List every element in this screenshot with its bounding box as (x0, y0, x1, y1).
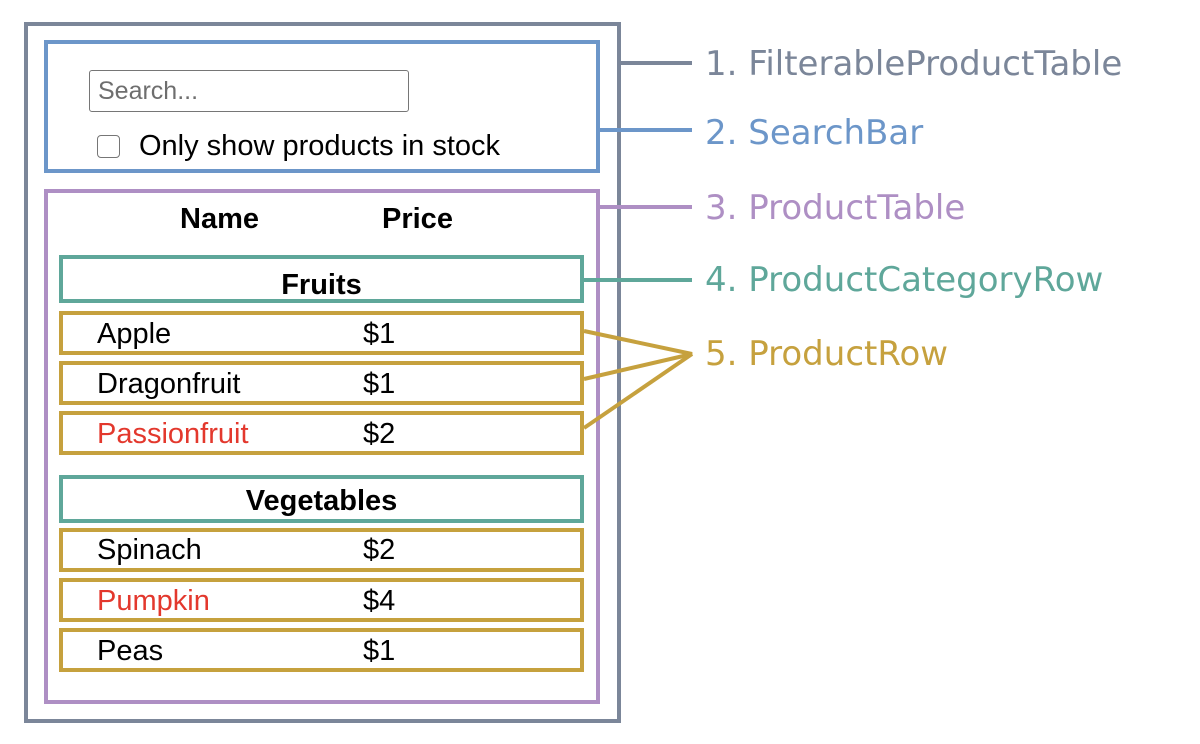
category-label: Fruits (281, 269, 362, 301)
product-table-box (44, 189, 600, 704)
label-product-table: 3. ProductTable (705, 188, 966, 228)
product-price: $1 (363, 318, 396, 350)
search-input[interactable] (89, 70, 409, 112)
product-name-out-of-stock: Pumpkin (97, 585, 210, 617)
product-row (59, 578, 584, 622)
product-name-out-of-stock: Passionfruit (97, 418, 249, 450)
product-category-row (59, 255, 584, 303)
label-filterable-product-table: 1. FilterableProductTable (705, 44, 1123, 84)
product-name: Spinach (97, 534, 202, 566)
product-row (59, 628, 584, 672)
product-price: $1 (363, 635, 396, 667)
connector-product-row (583, 329, 693, 381)
product-price: $4 (363, 585, 396, 617)
product-row (59, 361, 584, 405)
product-row (59, 311, 584, 355)
in-stock-checkbox[interactable] (97, 135, 120, 158)
product-price: $2 (363, 418, 396, 450)
connector-product-row (582, 352, 694, 430)
search-bar-box (44, 40, 600, 173)
header-price: Price (382, 203, 453, 235)
product-row (59, 528, 584, 572)
category-label: Vegetables (245, 485, 398, 517)
product-name: Peas (97, 635, 164, 667)
product-price: $2 (363, 534, 396, 566)
label-product-row: 5. ProductRow (705, 334, 949, 374)
header-name: Name (180, 203, 259, 235)
label-product-category-row: 4. ProductCategoryRow (705, 260, 1104, 300)
label-search-bar: 2. SearchBar (705, 113, 924, 153)
in-stock-label: Only show products in stock (139, 130, 501, 162)
product-row (59, 411, 584, 455)
product-name: Dragonfruit (97, 368, 241, 400)
product-price: $1 (363, 368, 396, 400)
product-name: Apple (97, 318, 172, 350)
product-category-row (59, 475, 584, 523)
